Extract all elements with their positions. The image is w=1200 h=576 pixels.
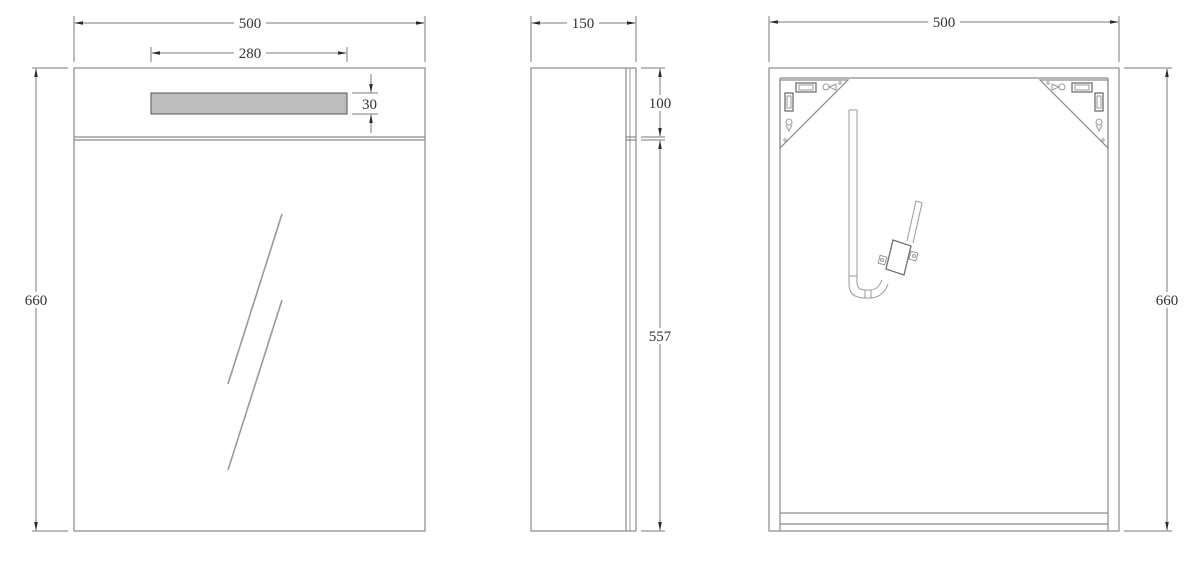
power-cable-icon: [848, 109, 889, 299]
glass-reflection-mark: [227, 299, 283, 471]
panel-height-label: 30: [362, 97, 377, 113]
front-view: 500 280 30 660: [22, 14, 426, 532]
glass-reflection-mark: [227, 213, 283, 385]
front-height-label: 660: [25, 293, 48, 309]
transformer-box-icon: [877, 200, 923, 276]
front-width-label: 500: [239, 16, 262, 32]
side-top-label: 100: [649, 96, 672, 112]
side-view: 150 100 557: [530, 14, 674, 532]
rear-cabinet-outline: [768, 67, 1120, 532]
light-panel: [150, 92, 348, 115]
left-hanging-bracket-icon: [779, 79, 850, 150]
panel-width-label: 280: [239, 46, 262, 62]
rear-height-label: 660: [1156, 293, 1179, 309]
rear-view: 500 660: [768, 13, 1181, 532]
side-cabinet-outline: [530, 67, 637, 532]
side-lower-label: 557: [649, 329, 672, 345]
front-cabinet-outline: [73, 67, 426, 532]
right-hanging-bracket-icon: [1038, 79, 1109, 150]
side-depth-label: 150: [572, 16, 595, 32]
rear-width-label: 500: [933, 15, 956, 31]
